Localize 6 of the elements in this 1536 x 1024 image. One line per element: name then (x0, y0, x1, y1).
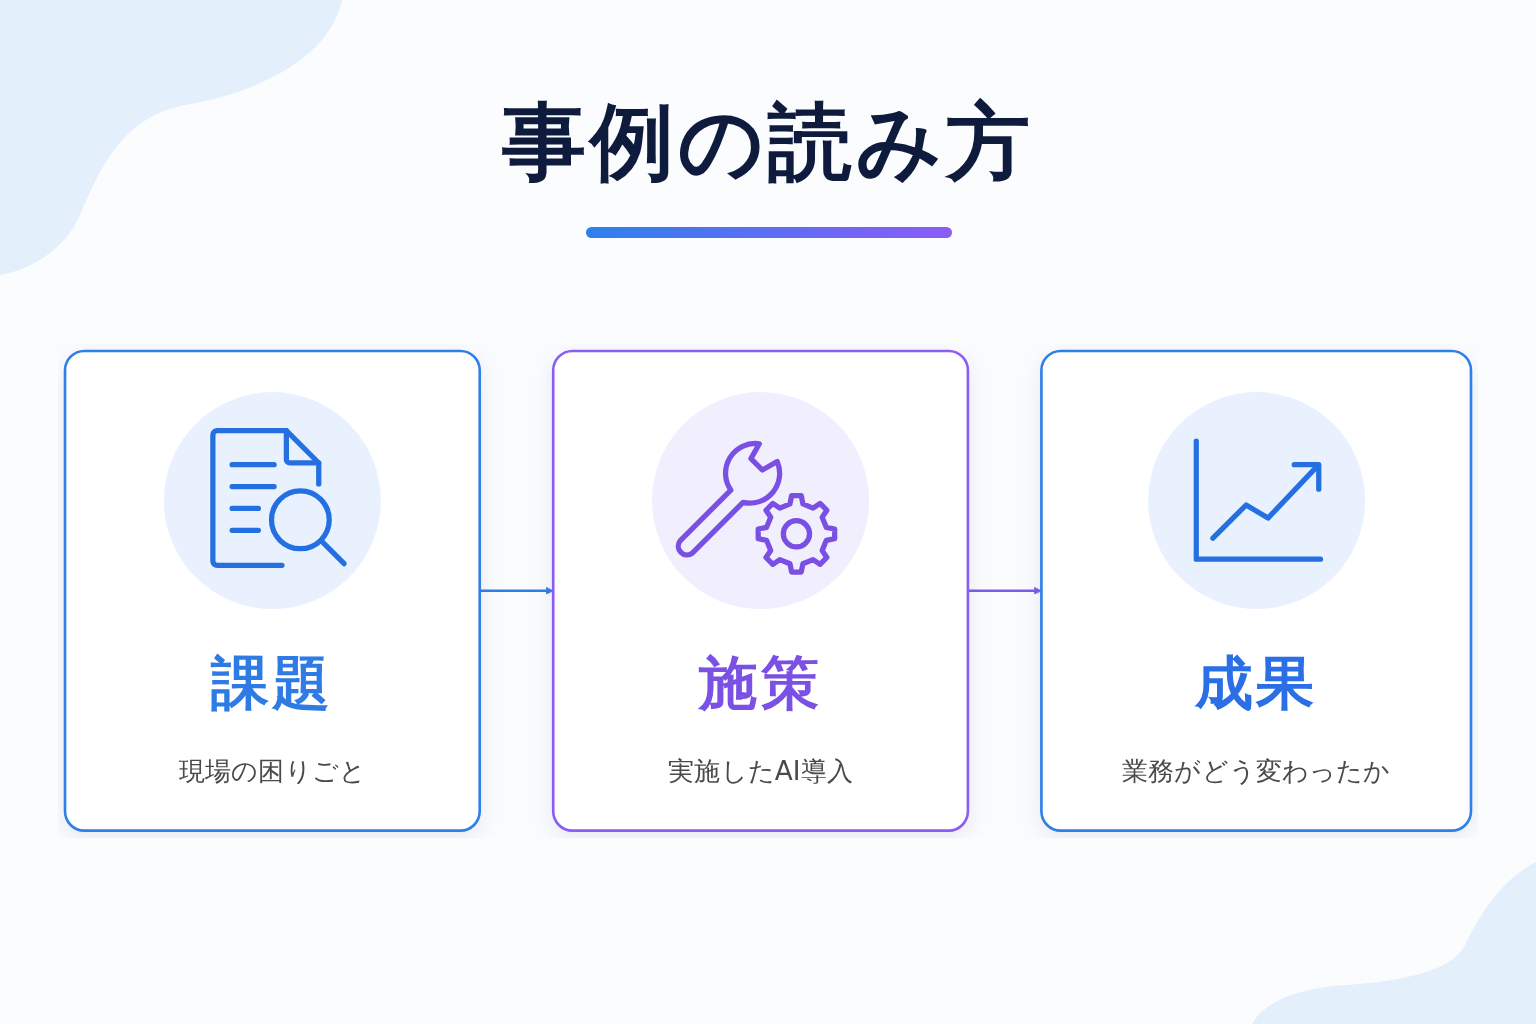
node-box: 成果 業務がどう変わったか (1040, 349, 1473, 833)
arrow (479, 587, 554, 595)
arrow (967, 587, 1042, 595)
title: 事例の読み方 (502, 92, 1034, 193)
node-box: 施策 実施したAI導入 (551, 349, 970, 833)
node-box: 課題 現場の困りごと (63, 349, 482, 833)
